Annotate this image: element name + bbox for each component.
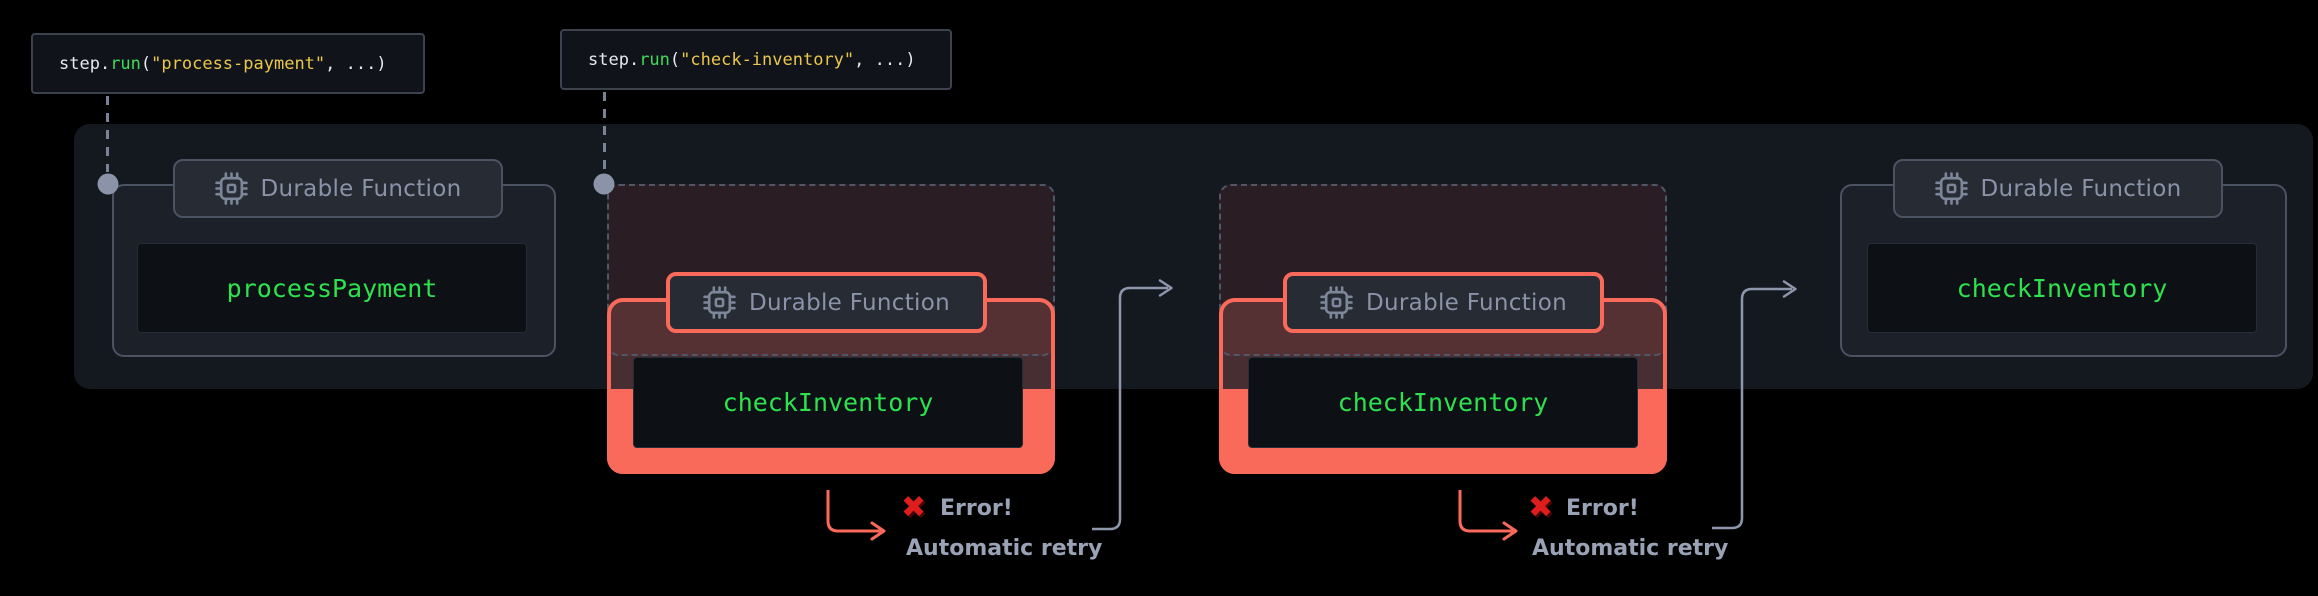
durable-function-badge-error: Durable Function xyxy=(1283,272,1604,333)
automatic-retry-label: Automatic retry xyxy=(906,536,1103,561)
function-name: checkInventory xyxy=(722,388,934,417)
error-arrowhead-2 xyxy=(1502,521,1518,541)
code-token: , ...) xyxy=(854,49,916,70)
red-cross-mark: ✖ xyxy=(901,490,927,525)
chip-icon xyxy=(703,286,736,319)
chip-icon xyxy=(1320,286,1353,319)
function-name: processPayment xyxy=(226,273,438,303)
badge-label: Durable Function xyxy=(749,289,950,316)
code-token: ( xyxy=(140,53,152,74)
function-name: checkInventory xyxy=(1956,273,2168,303)
function-name-box: checkInventory xyxy=(1248,357,1638,448)
code-token: step. xyxy=(59,53,111,74)
error-arrowhead-1 xyxy=(870,521,886,541)
code-label-process-payment: step.run("process-payment", ...) xyxy=(31,33,425,94)
automatic-retry-label: Automatic retry xyxy=(1532,536,1729,561)
chip-icon xyxy=(214,172,248,205)
error-label: Error! xyxy=(1566,496,1639,521)
code-token-fn: run xyxy=(639,49,670,70)
durable-function-badge: Durable Function xyxy=(1893,159,2223,218)
code-token-string: "process-payment" xyxy=(151,53,326,74)
durable-function-badge-error: Durable Function xyxy=(666,272,987,333)
badge-label: Durable Function xyxy=(260,175,462,202)
code-token-string: "check-inventory" xyxy=(680,49,855,70)
function-name-box: checkInventory xyxy=(1867,243,2257,333)
durable-function-badge: Durable Function xyxy=(173,159,503,218)
function-name-box: processPayment xyxy=(137,243,527,333)
function-name: checkInventory xyxy=(1337,388,1549,417)
error-arrow-2 xyxy=(1458,490,1513,533)
code-token: , ...) xyxy=(325,53,387,74)
badge-label: Durable Function xyxy=(1366,289,1567,316)
code-token: step. xyxy=(588,49,640,70)
error-arrow-1 xyxy=(826,490,881,533)
red-cross-mark: ✖ xyxy=(1528,490,1554,525)
code-token-fn: run xyxy=(110,53,141,74)
code-label-check-inventory: step.run("check-inventory", ...) xyxy=(560,29,952,90)
badge-label: Durable Function xyxy=(1980,175,2182,202)
function-name-box: checkInventory xyxy=(633,357,1023,448)
error-label: Error! xyxy=(940,496,1013,521)
chip-icon xyxy=(1934,172,1968,205)
code-token: ( xyxy=(669,49,681,70)
